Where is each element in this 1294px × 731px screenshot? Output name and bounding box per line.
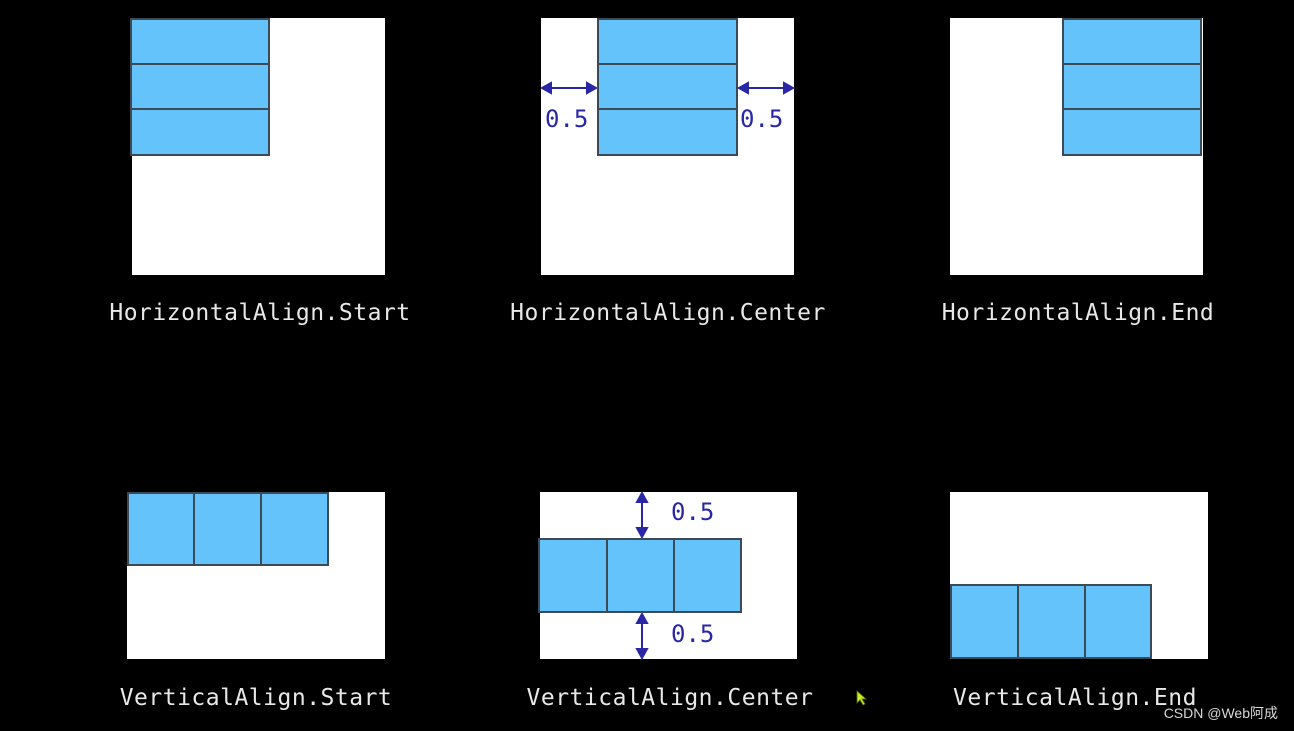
cell-v-start-3 bbox=[260, 492, 329, 566]
watermark-text: CSDN @Web阿成 bbox=[1163, 705, 1278, 721]
mouse-cursor-icon bbox=[856, 690, 868, 706]
cell-h-end-3 bbox=[1062, 108, 1202, 156]
cell-v-center-3 bbox=[673, 538, 742, 613]
cell-v-center-1 bbox=[538, 538, 608, 613]
cell-h-end-1 bbox=[1062, 18, 1202, 65]
arrowhead-v-bottom-a bbox=[635, 611, 649, 624]
arrowhead-h-left-b bbox=[586, 81, 599, 95]
cell-h-start-3 bbox=[130, 108, 270, 156]
caption-vertical-end: VerticalAlign.End bbox=[953, 685, 1197, 711]
caption-vertical-start: VerticalAlign.Start bbox=[119, 685, 393, 711]
dim-h-center-left: 0.5 bbox=[545, 105, 589, 133]
dim-v-center-top: 0.5 bbox=[671, 498, 715, 526]
arrowhead-v-bottom-b bbox=[635, 648, 649, 661]
arrowhead-v-top-b bbox=[635, 527, 649, 540]
dim-h-center-right: 0.5 bbox=[740, 105, 784, 133]
cell-v-end-2 bbox=[1017, 584, 1086, 659]
arrowhead-h-right-a bbox=[736, 81, 749, 95]
caption-vertical-center: VerticalAlign.Center bbox=[526, 685, 814, 711]
caption-horizontal-end: HorizontalAlign.End bbox=[941, 300, 1215, 326]
caption-horizontal-center: HorizontalAlign.Center bbox=[510, 300, 826, 326]
cell-h-start-1 bbox=[130, 18, 270, 65]
cell-v-start-1 bbox=[127, 492, 195, 566]
cell-v-center-2 bbox=[606, 538, 675, 613]
cell-v-start-2 bbox=[193, 492, 262, 566]
cell-h-end-2 bbox=[1062, 63, 1202, 110]
arrowhead-v-top-a bbox=[635, 490, 649, 503]
cell-v-end-3 bbox=[1084, 584, 1152, 659]
arrowhead-h-right-b bbox=[783, 81, 796, 95]
dim-v-center-bottom: 0.5 bbox=[671, 620, 715, 648]
cell-h-center-1 bbox=[597, 18, 738, 65]
caption-horizontal-start: HorizontalAlign.Start bbox=[109, 300, 411, 326]
arrowhead-h-left-a bbox=[539, 81, 552, 95]
cell-h-center-3 bbox=[597, 108, 738, 156]
